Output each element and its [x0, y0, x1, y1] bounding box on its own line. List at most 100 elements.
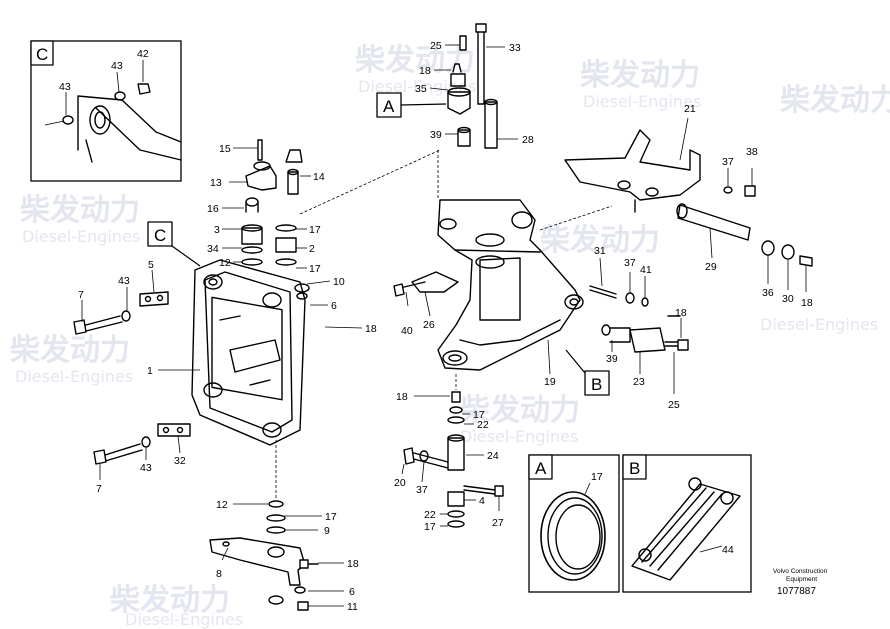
label-18e: 18	[675, 307, 687, 319]
label-20: 20	[394, 477, 406, 489]
svg-text:Diesel-Engines: Diesel-Engines	[583, 92, 701, 111]
label-18c: 18	[419, 65, 431, 77]
label-5: 5	[148, 259, 154, 271]
label-25b: 25	[668, 399, 680, 411]
callout-a: A	[376, 92, 447, 118]
svg-text:43: 43	[59, 81, 71, 93]
watermark: 柴发动力 Diesel-Engines 柴发动力 Diesel-Engines …	[10, 43, 890, 629]
label-39a: 39	[430, 129, 442, 141]
label-37b: 37	[624, 257, 636, 269]
label-39b: 39	[606, 353, 618, 365]
document-number: 1077887	[777, 586, 816, 597]
lower-link-8	[209, 500, 319, 611]
pin-29	[676, 203, 813, 267]
svg-text:42: 42	[137, 48, 149, 60]
label-17f: 17	[591, 471, 603, 483]
brand-line-2: Equipment	[786, 576, 817, 583]
label-24: 24	[487, 450, 499, 462]
label-40: 40	[401, 325, 413, 337]
label-1: 1	[147, 365, 153, 377]
label-8: 8	[216, 568, 222, 580]
label-41: 41	[640, 264, 652, 276]
bushing-stack-left	[241, 197, 310, 300]
label-27: 27	[492, 517, 504, 529]
label-33: 33	[509, 42, 521, 54]
svg-text:Diesel-Engines: Diesel-Engines	[22, 227, 140, 246]
dashed-lines	[275, 149, 613, 500]
label-43d: 43	[140, 462, 152, 474]
label-17e: 17	[424, 521, 436, 533]
inset-c-detail: C 43 43 42	[30, 40, 182, 182]
brand-line-1: Volvo Construction	[773, 568, 828, 575]
frame-part-1	[191, 259, 306, 446]
bracket-26	[393, 271, 459, 297]
svg-text:Diesel-Engines: Diesel-Engines	[15, 367, 133, 386]
label-28: 28	[522, 134, 534, 146]
label-38: 38	[746, 146, 758, 158]
label-6b: 6	[349, 586, 355, 598]
callout-c-label: C	[36, 45, 48, 64]
label-11: 11	[347, 601, 358, 613]
bolt-7-lower	[93, 436, 151, 465]
svg-text:B: B	[591, 375, 602, 394]
pin-14	[285, 149, 303, 195]
svg-text:柴发动力: 柴发动力	[10, 333, 130, 368]
bolt-7-upper	[73, 310, 131, 335]
svg-text:柴发动力: 柴发动力	[460, 393, 580, 428]
label-16: 16	[207, 203, 219, 215]
swing-bracket-19	[437, 199, 584, 371]
label-12: 12	[219, 257, 231, 269]
label-13: 13	[210, 177, 222, 189]
label-3: 3	[214, 224, 220, 236]
label-19: 19	[544, 376, 556, 388]
label-4: 4	[479, 495, 485, 507]
label-15: 15	[219, 143, 231, 155]
inset-b-plate-44: B	[622, 454, 752, 593]
label-7a: 7	[78, 289, 84, 301]
label-31: 31	[594, 245, 606, 257]
label-26: 26	[423, 319, 435, 331]
label-18b: 18	[347, 558, 359, 570]
label-23: 23	[633, 376, 645, 388]
label-22b: 22	[424, 509, 436, 521]
label-34: 34	[207, 243, 219, 255]
part-numbers: 15 13 14 16 3 34 12 17 2 17 10 6 18 1 5 …	[78, 40, 813, 613]
svg-text:柴发动力: 柴发动力	[780, 83, 890, 118]
label-10: 10	[333, 276, 345, 288]
svg-text:柴发动力: 柴发动力	[355, 43, 475, 78]
bracket-13	[245, 139, 277, 191]
label-32: 32	[174, 455, 186, 467]
label-36: 36	[762, 287, 774, 299]
svg-text:柴发动力: 柴发动力	[20, 193, 140, 228]
svg-text:柴发动力: 柴发动力	[580, 58, 700, 93]
label-21: 21	[684, 103, 696, 115]
label-37a: 37	[722, 156, 734, 168]
callout-c: C	[147, 221, 201, 267]
svg-text:A: A	[383, 97, 395, 116]
label-6: 6	[331, 300, 337, 312]
top-pin-assembly	[447, 23, 498, 149]
label-17c: 17	[325, 511, 337, 523]
svg-text:43: 43	[111, 60, 123, 72]
label-14: 14	[313, 171, 325, 183]
lever-21	[564, 129, 701, 213]
label-44: 44	[722, 544, 734, 556]
leader-lines	[81, 44, 807, 607]
svg-text:Diesel-Engines: Diesel-Engines	[760, 315, 878, 334]
plate-32	[157, 423, 191, 437]
label-2: 2	[309, 243, 315, 255]
svg-text:Diesel-Engines: Diesel-Engines	[460, 427, 578, 446]
label-18d: 18	[801, 297, 813, 309]
inset-a-seal-17: A	[528, 454, 620, 593]
svg-text:Diesel-Engines: Diesel-Engines	[125, 610, 243, 629]
label-12b: 12	[216, 499, 228, 511]
svg-text:柴发动力: 柴发动力	[110, 583, 230, 618]
label-22a: 22	[477, 419, 489, 431]
svg-text:柴发动力: 柴发动力	[540, 223, 660, 258]
svg-text:C: C	[154, 226, 166, 245]
label-18f: 18	[396, 391, 408, 403]
label-9: 9	[324, 525, 330, 537]
label-7b: 7	[96, 483, 102, 495]
svg-text:B: B	[629, 459, 640, 478]
plate-5	[139, 291, 169, 307]
